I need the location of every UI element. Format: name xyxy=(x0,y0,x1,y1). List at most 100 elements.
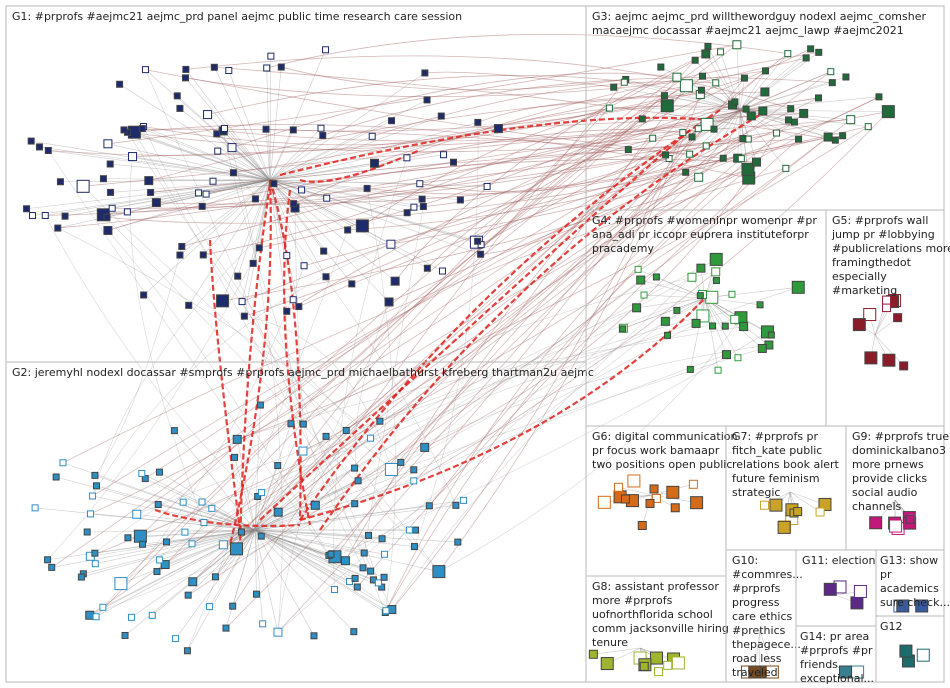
edge xyxy=(57,179,271,229)
node-g3 xyxy=(881,105,895,119)
node-g3 xyxy=(823,132,833,142)
node-g2 xyxy=(170,427,178,435)
node-g3 xyxy=(737,155,745,163)
group-box-g2 xyxy=(5,361,587,683)
edge xyxy=(269,179,348,231)
node-g1 xyxy=(255,244,263,252)
edge xyxy=(203,59,696,256)
node-g2 xyxy=(366,434,374,442)
node-g3 xyxy=(814,94,822,102)
node-g6 xyxy=(649,484,659,494)
node-g2 xyxy=(454,538,462,546)
node-g2 xyxy=(229,602,237,610)
node-g4 xyxy=(696,263,706,273)
edge xyxy=(345,321,666,561)
edge xyxy=(175,529,256,639)
node-g8 xyxy=(600,657,614,671)
node-g1 xyxy=(99,175,107,183)
edge xyxy=(103,178,271,181)
node-g2 xyxy=(380,550,388,558)
edge xyxy=(739,53,789,111)
group-label-g9: more prnews xyxy=(852,458,924,471)
node-g1 xyxy=(176,251,184,259)
edge xyxy=(739,97,819,111)
node-g1 xyxy=(283,252,291,260)
node-g3 xyxy=(875,93,883,101)
edge xyxy=(334,85,687,557)
edge xyxy=(96,485,256,531)
node-g2 xyxy=(298,446,308,456)
edge xyxy=(48,150,330,556)
node-g2 xyxy=(237,528,245,536)
node-g1 xyxy=(418,195,426,203)
node-g1 xyxy=(209,177,217,185)
edge xyxy=(593,647,641,655)
edge xyxy=(107,230,330,556)
node-g2 xyxy=(397,458,405,466)
edge xyxy=(123,128,724,159)
node-g1 xyxy=(203,110,213,120)
edge xyxy=(223,529,256,546)
node-g4 xyxy=(687,272,697,282)
edge xyxy=(254,529,315,636)
node-g7 xyxy=(769,498,783,512)
node-g2 xyxy=(310,632,318,640)
edge xyxy=(145,69,690,155)
edge xyxy=(277,268,428,633)
edge xyxy=(334,331,768,558)
edge xyxy=(254,462,401,531)
edge xyxy=(269,179,363,227)
group-label-g14: friends xyxy=(800,658,838,671)
node-g4 xyxy=(709,322,717,330)
edge xyxy=(129,156,205,523)
node-g8 xyxy=(654,667,664,677)
edge xyxy=(269,179,408,214)
edge xyxy=(150,138,799,193)
edge xyxy=(279,116,711,177)
group-label-g13: academics xyxy=(880,582,939,595)
edge xyxy=(254,529,386,613)
edge xyxy=(254,529,336,558)
node-g7 xyxy=(818,497,832,511)
node-g2 xyxy=(127,613,135,621)
group-box-g13 xyxy=(875,549,945,617)
edge xyxy=(254,423,292,531)
node-g3 xyxy=(828,79,836,87)
node-g2 xyxy=(138,469,146,477)
group-box-g14 xyxy=(795,625,877,683)
node-g2 xyxy=(124,534,132,542)
edge xyxy=(156,529,256,572)
node-g2 xyxy=(412,526,420,534)
node-g3 xyxy=(746,111,756,121)
node-g3 xyxy=(740,74,748,82)
node-g2 xyxy=(92,613,100,621)
edge xyxy=(215,51,721,578)
edge xyxy=(150,179,271,193)
edge xyxy=(187,529,256,596)
node-g2 xyxy=(322,432,330,440)
edge xyxy=(269,179,368,189)
edge xyxy=(269,179,482,245)
node-g3 xyxy=(839,132,847,140)
edge xyxy=(51,118,643,568)
edge xyxy=(45,179,271,216)
node-g3 xyxy=(697,86,705,94)
node-g2 xyxy=(183,647,191,655)
node-g3 xyxy=(827,68,835,76)
node-g2 xyxy=(138,540,146,548)
edge xyxy=(207,114,271,181)
node-g1 xyxy=(363,184,371,192)
edge xyxy=(254,447,425,531)
node-g5 xyxy=(882,353,896,367)
node-g2 xyxy=(200,519,208,527)
node-g1 xyxy=(195,189,203,197)
group-label-g7: future feminism xyxy=(732,472,820,485)
edge xyxy=(254,529,458,543)
edge xyxy=(622,297,706,330)
group-label-g1: G1: #prprofs #aejmc21 aejmc_prd panel ae… xyxy=(12,10,462,23)
node-g2 xyxy=(121,631,129,639)
edge xyxy=(254,529,365,554)
node-g1 xyxy=(440,151,448,159)
edge xyxy=(668,109,741,159)
edge xyxy=(333,157,408,590)
